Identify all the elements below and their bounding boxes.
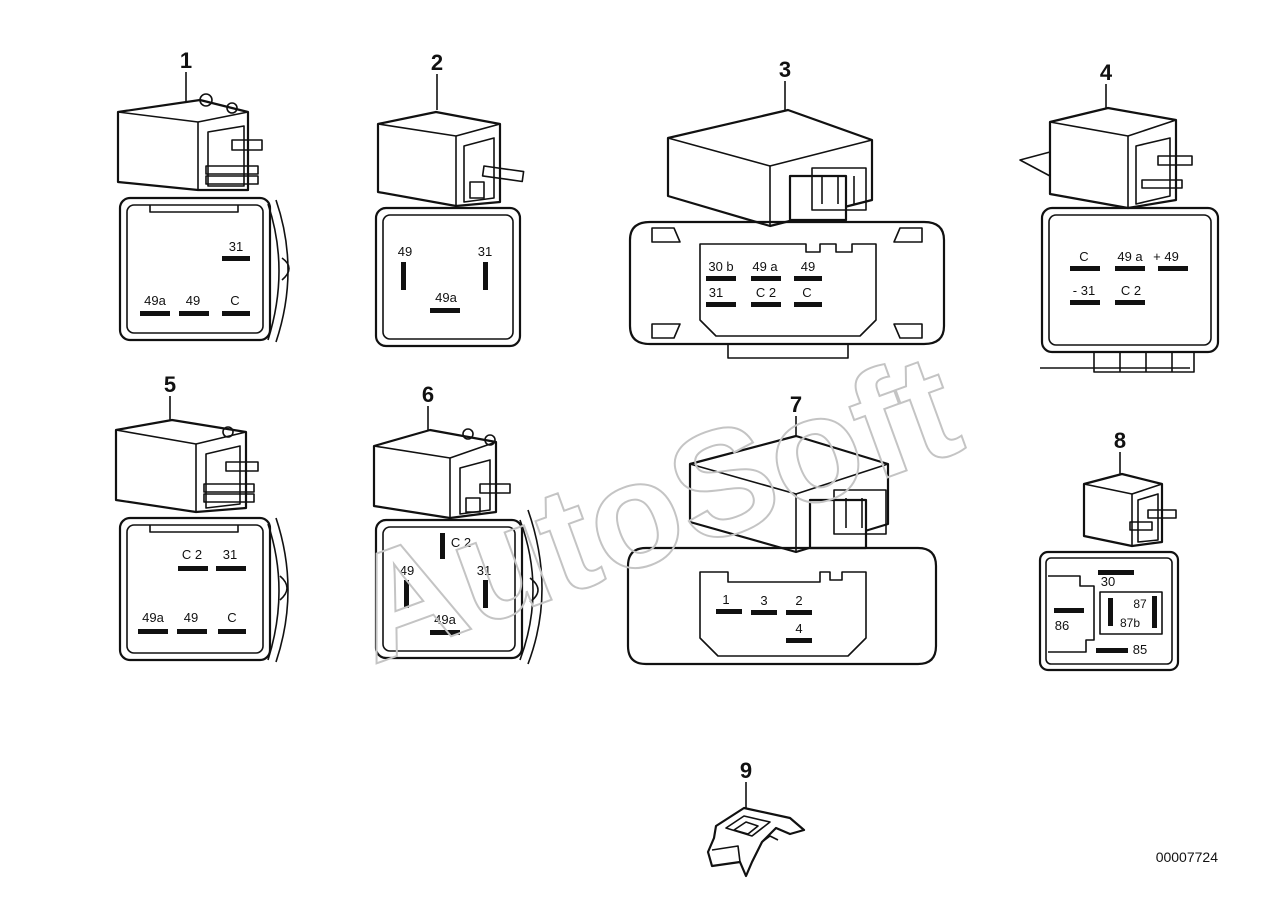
pin-label-49a: 49 a — [752, 259, 778, 274]
watermark-text: AutoSoft — [327, 320, 979, 694]
pin-label-4: 4 — [795, 621, 802, 636]
relay-4-body — [1019, 106, 1193, 210]
pin-label-30b: 30 b — [708, 259, 733, 274]
pin-label-49a: 49a — [434, 612, 456, 627]
callout-3: 3 — [779, 57, 791, 82]
callout-7: 7 — [790, 392, 802, 417]
pin-label-49a: 49 a — [1117, 249, 1143, 264]
pin-label-31: 31 — [229, 239, 243, 254]
pin-label-49: 49 — [184, 610, 198, 625]
pin-label-30: 30 — [1101, 574, 1115, 589]
pin-label-1: 1 — [722, 592, 729, 607]
callout-2: 2 — [431, 50, 443, 75]
relay-3-socket-face: 30 b 49 a 49 31 C 2 C — [628, 220, 946, 359]
pin-label-c2: C 2 — [451, 535, 471, 550]
part-5[interactable]: 5 C 2 31 49a 49 C — [114, 372, 289, 663]
pin-label-49: 49 — [186, 293, 200, 308]
pin-label-87: 87 — [1133, 597, 1147, 611]
relay-5-socket-face: C 2 31 49a 49 C — [118, 516, 289, 663]
relay-8-socket-face: 30 87 86 87b 85 — [1038, 550, 1180, 672]
callout-8: 8 — [1114, 428, 1126, 453]
pin-label-3: 3 — [760, 593, 767, 608]
clip-bracket-drawing — [706, 806, 806, 878]
part-6[interactable]: 6 C 2 49 31 49a — [372, 382, 543, 665]
relay-2-body — [376, 110, 525, 208]
part-2[interactable]: 2 49 31 49a — [374, 50, 525, 348]
pin-label-49a: 49a — [142, 610, 164, 625]
pin-label-31: 31 — [478, 244, 492, 259]
part-8[interactable]: 8 30 87 86 87b 85 — [1038, 428, 1180, 672]
relay-6-body — [372, 428, 511, 520]
part-3[interactable]: 3 30 b 49 a 49 31 — [628, 57, 946, 359]
pin-label-c: C — [802, 285, 811, 300]
part-4[interactable]: 4 C 49 a + 49 - 31 C 2 — [1019, 60, 1220, 373]
pin-label-c2: C 2 — [182, 547, 202, 562]
pin-label-87b: 87b — [1120, 616, 1140, 630]
relay-7-socket-face: 1 3 2 4 — [626, 546, 938, 666]
callout-9: 9 — [740, 758, 752, 783]
drawing-number: 00007724 — [1156, 849, 1219, 865]
pin-label-c: C — [1079, 249, 1088, 264]
pin-label-31: 31 — [709, 285, 723, 300]
pin-label-31: 31 — [223, 547, 237, 562]
pin-label-plus49: + 49 — [1153, 249, 1179, 264]
part-9[interactable]: 9 — [706, 758, 806, 878]
pin-label-minus31: - 31 — [1073, 283, 1095, 298]
pin-label-2: 2 — [795, 593, 802, 608]
pin-label-49: 49 — [801, 259, 815, 274]
relay-5-body — [114, 418, 259, 514]
pin-label-c: C — [230, 293, 239, 308]
callout-6: 6 — [422, 382, 434, 407]
pin-label-49: 49 — [398, 244, 412, 259]
pin-label-31: 31 — [477, 563, 491, 578]
pin-label-49a: 49a — [144, 293, 166, 308]
pin-label-86: 86 — [1055, 618, 1069, 633]
relay-1-body — [116, 93, 263, 192]
relay-4-socket-face: C 49 a + 49 - 31 C 2 — [1040, 206, 1220, 373]
relay-8-body — [1082, 472, 1177, 548]
callout-5: 5 — [164, 372, 176, 397]
relay-3-body — [666, 108, 874, 228]
pin-label-c: C — [227, 610, 236, 625]
part-7[interactable]: 7 1 3 2 4 — [626, 392, 938, 666]
relay-1-socket-face: 31 49a 49 C — [118, 196, 290, 343]
pin-label-c2: C 2 — [1121, 283, 1141, 298]
part-1[interactable]: 1 31 49a 49 C — [116, 48, 290, 343]
relay-6-socket-face: C 2 49 31 49a — [374, 509, 543, 665]
pin-label-49: 49 — [400, 563, 414, 578]
callout-1: 1 — [180, 48, 192, 73]
pin-label-c2: C 2 — [756, 285, 776, 300]
pin-label-85: 85 — [1133, 642, 1147, 657]
relay-2-socket-face: 49 31 49a — [374, 206, 522, 348]
callout-4: 4 — [1100, 60, 1113, 85]
pin-label-49a: 49a — [435, 290, 457, 305]
